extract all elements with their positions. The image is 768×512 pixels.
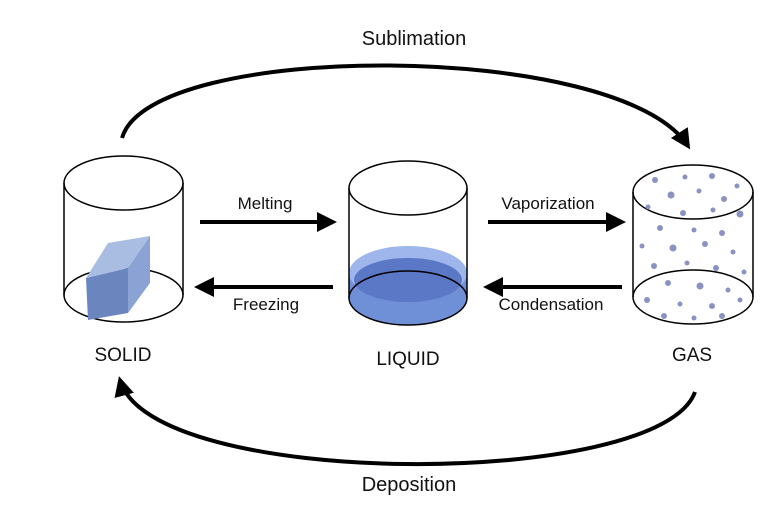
gas-label: GAS <box>672 345 712 366</box>
sublimation-arrow <box>120 63 691 150</box>
solid-label: SOLID <box>94 345 151 366</box>
condensation-label: Condensation <box>499 295 604 314</box>
deposition-arrow <box>114 376 697 467</box>
liquid-pool-icon <box>349 246 467 325</box>
freezing-label: Freezing <box>233 295 299 314</box>
ice-block-icon <box>86 236 150 320</box>
gas-container-icon <box>632 164 754 325</box>
liquid-container-icon <box>348 160 468 326</box>
solid-container-icon <box>63 155 184 323</box>
deposition-label: Deposition <box>362 474 457 496</box>
vaporization-label: Vaporization <box>501 194 594 213</box>
liquid-label: LIQUID <box>376 349 439 370</box>
gas-particles-icon <box>639 173 747 321</box>
sublimation-label: Sublimation <box>362 28 467 50</box>
melting-label: Melting <box>238 194 293 213</box>
